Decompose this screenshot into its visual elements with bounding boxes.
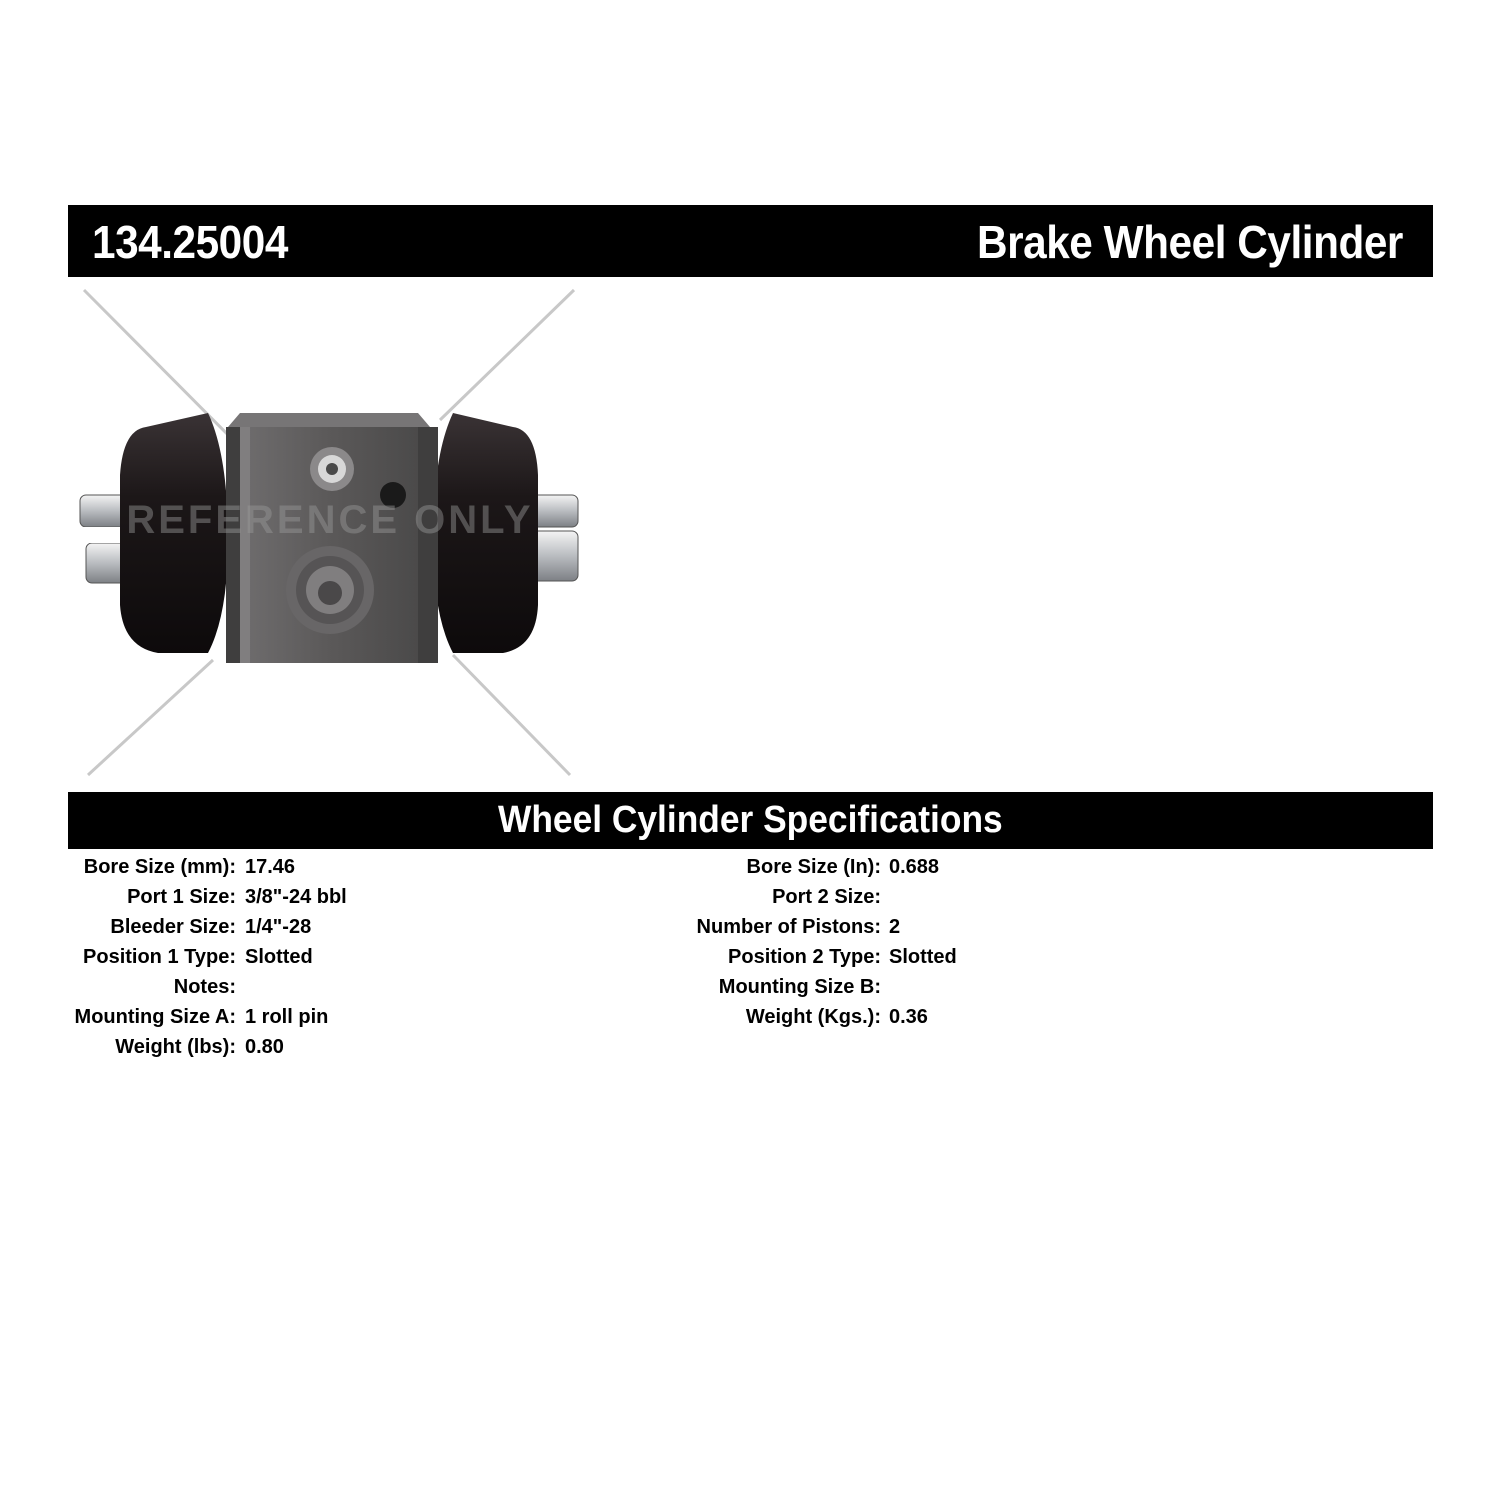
spec-row: Mounting Size B: xyxy=(600,972,881,1002)
spec-value: 17.46 xyxy=(245,856,296,878)
spec-label: Weight (lbs): xyxy=(115,1036,236,1058)
spec-label: Notes: xyxy=(173,976,236,998)
spec-label: Position 1 Type: xyxy=(83,946,236,968)
specs-right-column: Bore Size (In): 0.688 Port 2 Size: Number… xyxy=(600,852,957,1032)
spec-label: Position 2 Type: xyxy=(728,946,881,968)
title-bar: 134.25004 Brake Wheel Cylinder xyxy=(68,205,1433,277)
wheel-cylinder-image: REFERENCE ONLY xyxy=(79,288,579,777)
spec-value: Slotted xyxy=(245,946,313,968)
right-rubber-boot xyxy=(433,413,538,653)
spec-label: Bore Size (In): xyxy=(746,856,881,878)
mounting-hole xyxy=(380,482,406,508)
spec-row: Bore Size (mm): 17.46 xyxy=(0,852,295,882)
spec-row: Port 1 Size: 3/8"-24 bbl xyxy=(0,882,347,912)
spec-row: Position 1 Type: Slotted xyxy=(0,942,313,972)
spec-label: Mounting Size A: xyxy=(74,1006,236,1028)
part-number: 134.25004 xyxy=(92,216,288,268)
spec-value: 3/8"-24 bbl xyxy=(245,886,347,908)
spec-value: 2 xyxy=(889,916,901,938)
spec-value: Slotted xyxy=(889,946,957,968)
spec-label: Number of Pistons: xyxy=(696,916,881,938)
spec-row: Weight (Kgs.): 0.36 xyxy=(600,1002,928,1032)
specifications-bar: Wheel Cylinder Specifications xyxy=(68,792,1433,849)
spec-value: 0.36 xyxy=(889,1006,928,1028)
spec-label: Bore Size (mm): xyxy=(83,856,236,878)
spec-value: 0.688 xyxy=(889,856,940,878)
spec-row: Weight (lbs): 0.80 xyxy=(0,1032,284,1062)
spec-label: Bleeder Size: xyxy=(110,916,236,938)
spec-value: 1/4"-28 xyxy=(245,916,312,938)
spec-row: Port 2 Size: xyxy=(600,882,881,912)
spec-label: Port 2 Size: xyxy=(772,886,881,908)
spec-value: 0.80 xyxy=(245,1036,284,1058)
spec-row: Number of Pistons: 2 xyxy=(600,912,901,942)
spec-row: Bore Size (In): 0.688 xyxy=(600,852,940,882)
spec-label: Port 1 Size: xyxy=(127,886,236,908)
specs-left-column: Bore Size (mm): 17.46 Port 1 Size: 3/8"-24… xyxy=(0,852,347,1062)
specifications-heading: Wheel Cylinder Specifications xyxy=(498,799,1003,841)
bleeder-screw xyxy=(310,447,354,491)
left-rubber-boot xyxy=(120,413,228,653)
spec-row: Bleeder Size: 1/4"-28 xyxy=(0,912,311,942)
right-push-rod xyxy=(525,494,579,582)
reference-only-watermark: REFERENCE ONLY xyxy=(126,498,533,542)
spec-value: 1 roll pin xyxy=(245,1006,329,1028)
spec-row: Position 2 Type: Slotted xyxy=(600,942,957,972)
spec-row: Mounting Size A: 1 roll pin xyxy=(0,1002,329,1032)
spec-row: Notes: xyxy=(0,972,236,1002)
part-type-title: Brake Wheel Cylinder xyxy=(977,216,1403,268)
brake-line-port xyxy=(286,546,374,634)
spec-label: Weight (Kgs.): xyxy=(745,1006,881,1028)
spec-label: Mounting Size B: xyxy=(718,976,881,998)
